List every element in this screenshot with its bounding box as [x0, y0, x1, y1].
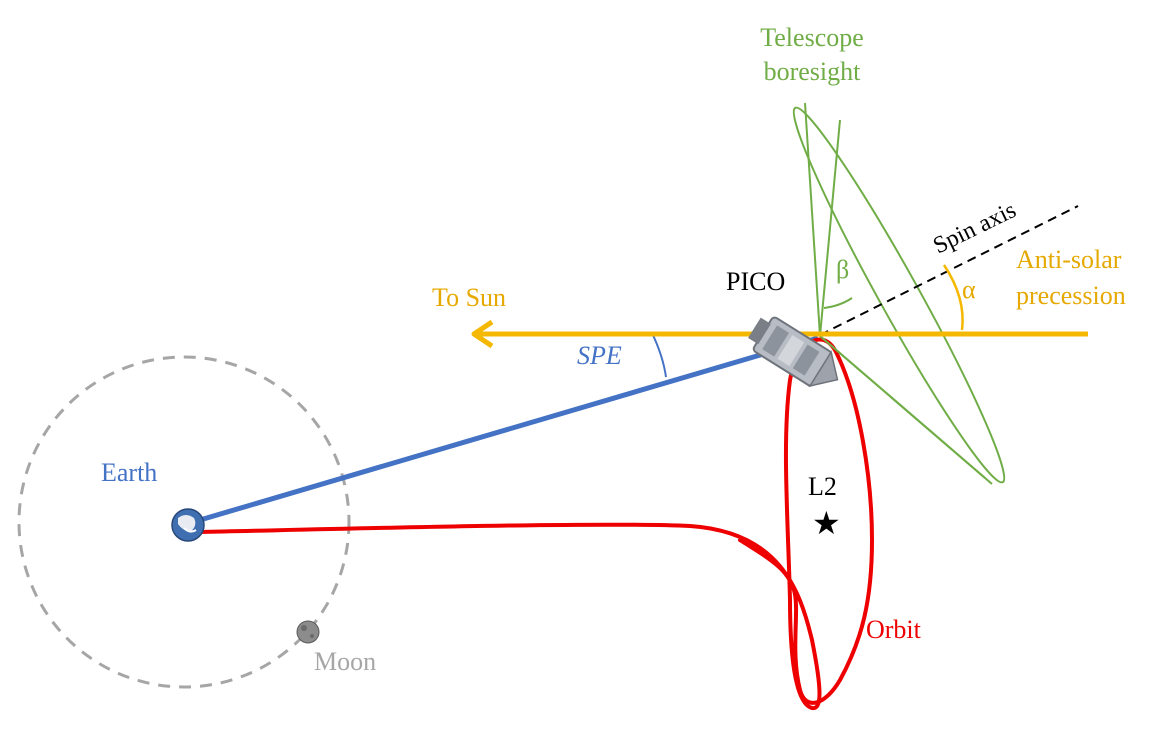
moon-icon	[296, 620, 320, 644]
orbit-label: Orbit	[866, 615, 922, 644]
earth-icon	[171, 508, 205, 542]
telescope-label-line1: Telescope	[760, 23, 864, 52]
beta-angle-arc	[823, 297, 853, 309]
anti-solar-label-line1: Anti-solar	[1016, 245, 1122, 274]
telescope-cone-edge-inner2	[819, 335, 986, 479]
telescope-cone-edge-inner1	[819, 119, 841, 337]
sun-arrowhead	[471, 319, 494, 349]
earth-pico-line	[199, 335, 819, 523]
pico-spacecraft-icon	[748, 316, 839, 388]
alpha-label: α	[962, 275, 976, 304]
moon-orbit-circle	[17, 355, 351, 689]
l2-label: L2	[808, 472, 837, 501]
spin-axis-label: Spin axis	[929, 197, 1020, 259]
l2-star-icon: ★	[812, 504, 841, 542]
spe-angle-arc	[651, 332, 667, 378]
telescope-label-line2: boresight	[764, 57, 862, 86]
telescope-cone-edge-upper	[804, 102, 821, 337]
orbit-path	[198, 337, 874, 711]
beta-label: β	[836, 255, 849, 284]
to-sun-label: To Sun	[432, 283, 506, 312]
pico-label: PICO	[726, 267, 785, 296]
earth-label: Earth	[101, 458, 157, 487]
alpha-angle-arc	[942, 264, 964, 331]
moon-label: Moon	[314, 647, 376, 676]
telescope-cone	[792, 102, 1006, 485]
spin-axis-line	[819, 205, 1079, 336]
anti-solar-label-line2: precession	[1016, 281, 1126, 310]
telescope-cone-ellipse	[792, 106, 1006, 484]
spe-label: SPE	[577, 341, 622, 370]
